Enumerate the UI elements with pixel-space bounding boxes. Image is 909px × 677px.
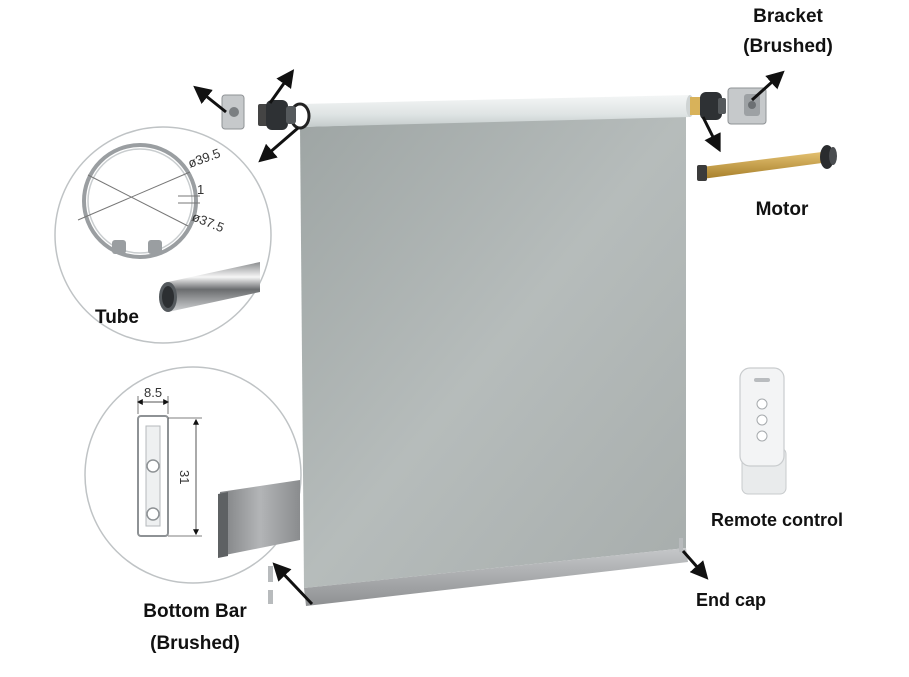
label-motor: Motor — [755, 199, 809, 220]
label-bracket: Bracket (Brushed) — [728, 5, 848, 59]
label-bracket-line1: Bracket — [753, 6, 823, 27]
bar-width-dimension: 8.5 — [144, 385, 162, 400]
bar-height-dimension: 31 — [177, 470, 192, 484]
bottom-bar-on-blind — [304, 548, 688, 606]
bottom-bar-profile — [136, 396, 202, 537]
left-idle-end-icon — [258, 100, 296, 130]
label-remote-control: Remote control — [710, 510, 843, 530]
tube-wall-thickness: 1 — [197, 182, 204, 197]
label-tube: Tube — [95, 307, 139, 328]
end-cap-right-icon — [679, 538, 683, 552]
tube-chrome-piece — [159, 262, 260, 312]
bottom-bar-brushed-piece — [218, 480, 300, 558]
tube-profile — [77, 143, 200, 259]
label-bottom-bar-line1: Bottom Bar — [143, 601, 247, 622]
motor-icon — [697, 145, 837, 181]
label-bottom-bar: Bottom Bar (Brushed) — [128, 600, 262, 656]
left-bracket-icon — [221, 94, 245, 130]
label-bottom-bar-line2: (Brushed) — [150, 633, 240, 654]
remote-control-icon — [739, 367, 787, 495]
right-drive-end-icon — [690, 92, 726, 120]
end-cap-left-icon — [268, 566, 273, 604]
label-bracket-line2: (Brushed) — [743, 36, 833, 57]
tube-detail-circle — [54, 126, 272, 344]
blind-fabric — [300, 115, 686, 588]
bottom-bar-detail-circle — [84, 366, 302, 584]
label-end-cap: End cap — [695, 590, 766, 610]
callout-arrows — [193, 69, 785, 606]
